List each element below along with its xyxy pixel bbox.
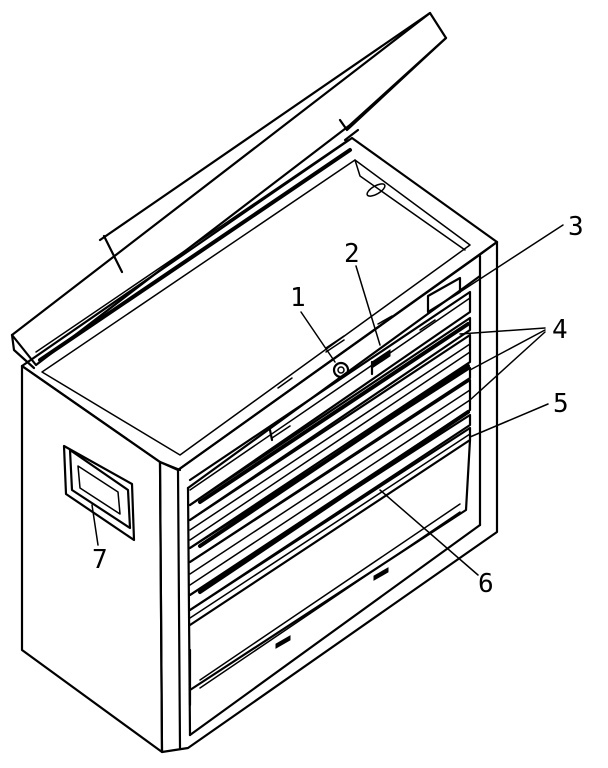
drawer-4-large [188,426,472,707]
leader-5 [469,403,549,438]
leader-4b [469,329,546,371]
label-plate [426,276,462,314]
callout-4: 4 [552,315,568,345]
lid-seal-strip [38,148,352,362]
callout-leaders [91,224,564,576]
leader-3 [459,224,564,293]
leader-4a [459,327,546,335]
drawer-slide-2 [198,364,470,548]
drawer-slide-3 [198,410,470,594]
leader-1 [300,311,336,363]
drawer-latch-bottom [275,635,291,649]
drawer-slide-1 [198,322,470,504]
tray-slot-icon [366,183,386,197]
leader-6 [379,489,479,576]
callout-1: 1 [290,283,306,313]
leader-4c [469,331,546,401]
drawer-2 [188,333,472,564]
drawer-latch-small [373,567,389,581]
callout-2: 2 [344,239,360,269]
lock [325,335,350,379]
leader-7 [91,504,99,546]
callout-7: 7 [92,545,108,575]
callout-6: 6 [478,569,494,599]
leader-2 [355,265,381,346]
callout-3: 3 [568,212,584,242]
callout-5: 5 [553,389,569,419]
chest-front-frame [158,240,499,754]
side-handle [62,444,136,542]
